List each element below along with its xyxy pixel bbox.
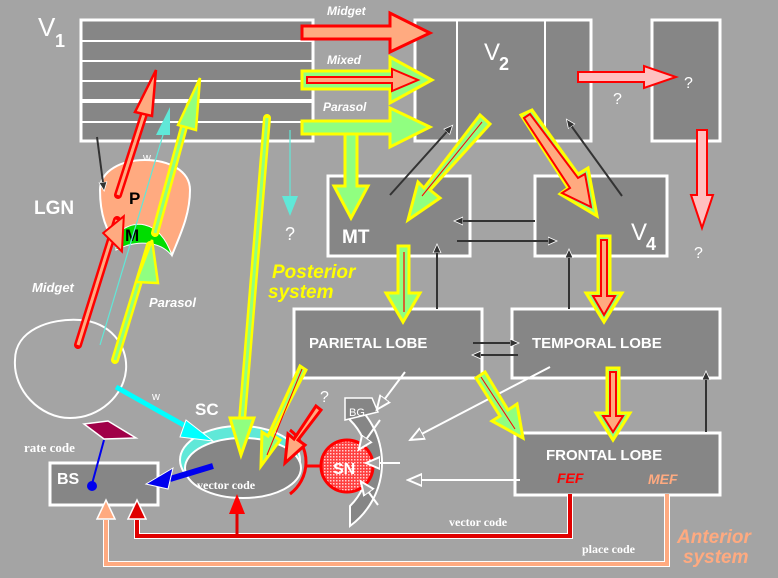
parietal-to-sc-arrow — [259, 363, 308, 471]
unknown-to-unknown-arrow — [689, 129, 715, 232]
temporal-to-frontal-arrow — [593, 366, 633, 443]
v2-area: V 2 — [413, 18, 593, 143]
mef-output-line — [95, 494, 670, 567]
frontal-lobe-box — [513, 431, 722, 497]
v4-label: V — [631, 219, 647, 246]
bs-label: BS — [57, 471, 80, 488]
frontal-lobe-label: FRONTAL LOBE — [546, 447, 662, 464]
w-label-bottom: w — [151, 391, 160, 403]
unknown-to-sc-arrow — [283, 403, 324, 467]
mt-to-parietal-arrow — [383, 244, 423, 325]
midget-pathway-arrow — [300, 10, 434, 55]
fef-label: FEF — [557, 470, 584, 486]
fef-output-line — [126, 494, 573, 539]
posterior-system-label-line2: system — [268, 282, 334, 303]
place-code-label: place code — [582, 542, 636, 556]
midget-label-top: Midget — [327, 4, 367, 18]
parietal-to-frontal-arrow — [473, 369, 526, 441]
question-mark: ? — [285, 224, 295, 244]
lgn-label: LGN — [34, 198, 74, 219]
v2-subscript: 2 — [499, 54, 509, 74]
v2-to-v4-arrow — [518, 108, 600, 219]
v4-to-temporal-arrow — [583, 234, 625, 325]
temporal-lobe-label: TEMPORAL LOBE — [532, 335, 662, 352]
parasol-label-top: Parasol — [323, 100, 367, 114]
sc-to-bs-arrow — [144, 463, 214, 490]
parasol-retina-to-v1-arrow — [111, 77, 202, 364]
question-mark: ? — [684, 75, 693, 92]
midget-retina-to-v1-arrow — [74, 69, 158, 349]
bg-label: BG — [349, 407, 365, 419]
v2-label: V — [484, 39, 500, 66]
v1-subscript: 1 — [55, 31, 65, 51]
mt-label: MT — [342, 227, 370, 248]
rate-code-line — [91, 439, 105, 485]
v1-label: V — [38, 12, 56, 42]
w-pathway-arrow — [99, 107, 298, 442]
question-mark: ? — [613, 91, 622, 108]
lgn-m-label: M — [125, 226, 139, 245]
v4-subscript: 4 — [646, 234, 656, 254]
sc-vector-code-label: vector code — [197, 478, 256, 492]
question-mark: ? — [320, 389, 329, 406]
rate-code-label: rate code — [24, 440, 75, 455]
anterior-system-label-line2: system — [683, 547, 749, 568]
sc-label: SC — [195, 400, 219, 419]
bs-dot — [87, 481, 97, 491]
v1-area: V 1 — [38, 12, 315, 143]
bg-inputs — [360, 366, 551, 506]
retina-marker — [82, 420, 139, 440]
v1-to-sc-arrow — [227, 114, 271, 460]
mixed-pathway-arrow — [300, 54, 436, 106]
mef-label: MEF — [648, 471, 678, 487]
fef-vector-code-label: vector code — [449, 515, 508, 529]
posterior-system-label-line1: Posterior — [272, 262, 357, 283]
feedback-arrows — [96, 120, 706, 432]
lgn-p-label: P — [129, 189, 140, 208]
mixed-label-top: Mixed — [327, 53, 362, 67]
anterior-system-label-line1: Anterior — [676, 527, 753, 548]
parietal-lobe-label: PARIETAL LOBE — [309, 335, 427, 352]
sn-label: SN — [333, 461, 355, 478]
w-label-top: w — [142, 152, 151, 164]
retina-outline — [13, 318, 128, 420]
parasol-label-left: Parasol — [149, 295, 196, 310]
parasol-pathway-arrow — [300, 105, 434, 222]
v2-to-mt-arrow — [405, 112, 493, 224]
v2-to-unknown-arrow — [577, 64, 680, 90]
v2-box — [413, 18, 593, 143]
question-mark: ? — [694, 245, 703, 262]
midget-label-left: Midget — [32, 280, 75, 295]
